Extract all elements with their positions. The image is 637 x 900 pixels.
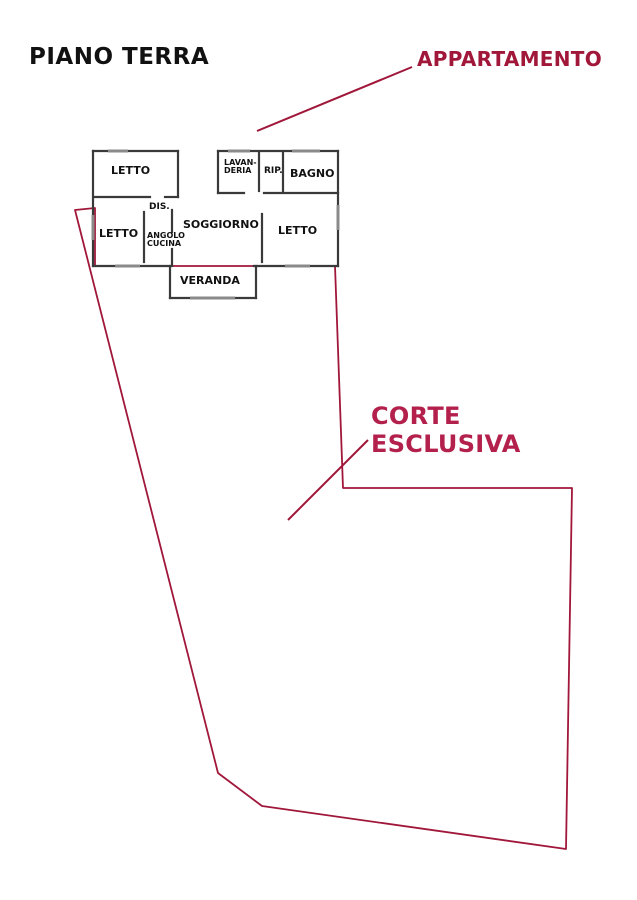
courtyard-label-line1: CORTE (371, 402, 461, 430)
room-disimpegno: DIS. (149, 202, 170, 212)
courtyard-boundary (74, 207, 573, 850)
apartment-leader-line (256, 66, 413, 132)
room-angolo-cucina: ANGOLO CUCINA (147, 231, 185, 249)
apartment-label: APPARTAMENTO (417, 47, 603, 71)
window-marks (91, 149, 340, 300)
courtyard-label: CORTE ESCLUSIVA (371, 402, 521, 458)
room-bagno: BAGNO (290, 167, 335, 180)
room-ripostiglio: RIP. (264, 166, 283, 176)
room-soggiorno: SOGGIORNO (183, 218, 259, 231)
room-letto-top: LETTO (111, 164, 151, 177)
room-letto-left: LETTO (99, 227, 139, 240)
room-lavanderia-line1: LAVAN- (224, 158, 257, 167)
room-angolo-cucina-line2: CUCINA (147, 239, 182, 249)
courtyard-leader-line (287, 439, 369, 521)
room-lavanderia-line2: DERIA (224, 166, 252, 176)
page-title: PIANO TERRA (29, 44, 210, 70)
room-angolo-cucina-line1: ANGOLO (147, 231, 185, 240)
room-letto-right: LETTO (278, 224, 318, 237)
courtyard-label-line2: ESCLUSIVA (371, 429, 521, 458)
room-lavanderia: LAVAN- DERIA (224, 158, 257, 176)
room-veranda: VERANDA (180, 274, 240, 287)
